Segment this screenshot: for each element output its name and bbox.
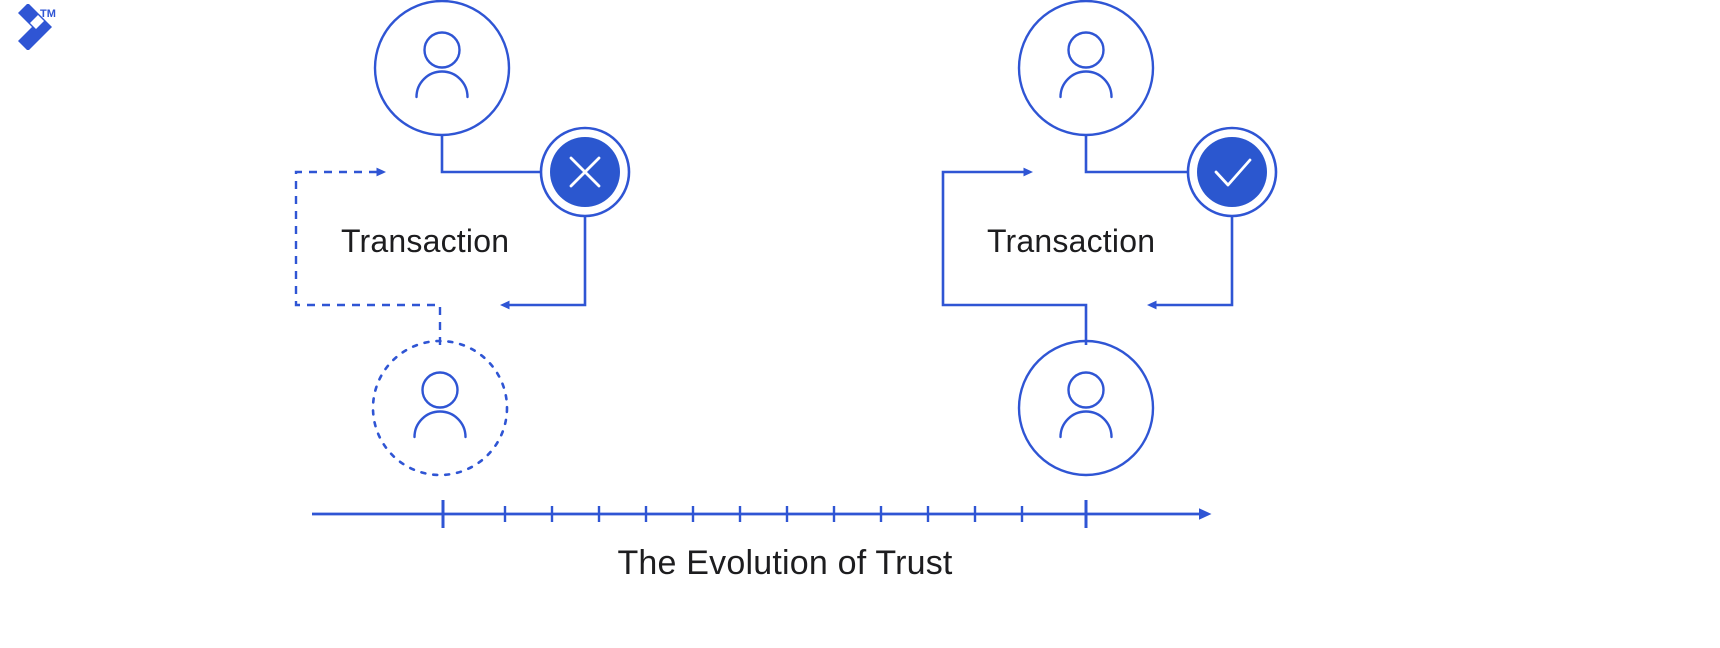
actor-circle-dotted	[371, 339, 509, 477]
group-pre-trust	[294, 0, 631, 477]
evolution-timeline-axis[interactable]	[312, 500, 1212, 528]
person-icon	[1059, 31, 1113, 99]
right-bottom-actor[interactable]	[1017, 339, 1155, 477]
left-status-badge-failure[interactable]	[539, 126, 631, 218]
left-outgoing-dashed-arrow	[294, 167, 442, 345]
person-icon	[415, 31, 469, 99]
group-post-trust	[941, 0, 1278, 477]
check-mark-icon	[1214, 158, 1252, 187]
left-actor-to-badge-connector	[440, 135, 548, 174]
person-icon	[413, 371, 467, 439]
right-outgoing-arrow	[941, 167, 1088, 345]
diagram-title: The Evolution of Trust	[617, 544, 953, 582]
right-status-badge-success[interactable]	[1186, 126, 1278, 218]
brand-logo[interactable]: TM	[8, 3, 64, 51]
left-top-actor[interactable]	[373, 0, 511, 137]
transaction-label-left: Transaction	[341, 223, 510, 259]
trademark-symbol: TM	[40, 8, 56, 20]
timeline-minor-ticks	[503, 506, 1024, 522]
toptal-chevron-logo-icon: TM	[18, 3, 56, 51]
transaction-label-right: Transaction	[987, 223, 1156, 259]
right-actor-to-badge-connector	[1084, 135, 1195, 174]
right-top-actor[interactable]	[1017, 0, 1155, 137]
right-return-arrow	[1147, 216, 1234, 310]
left-bottom-actor[interactable]	[371, 339, 509, 477]
left-return-arrow	[500, 216, 587, 310]
person-icon	[1059, 371, 1113, 439]
x-mark-icon	[569, 156, 601, 188]
badge-disc	[1197, 137, 1267, 207]
actor-circle	[1017, 339, 1155, 477]
